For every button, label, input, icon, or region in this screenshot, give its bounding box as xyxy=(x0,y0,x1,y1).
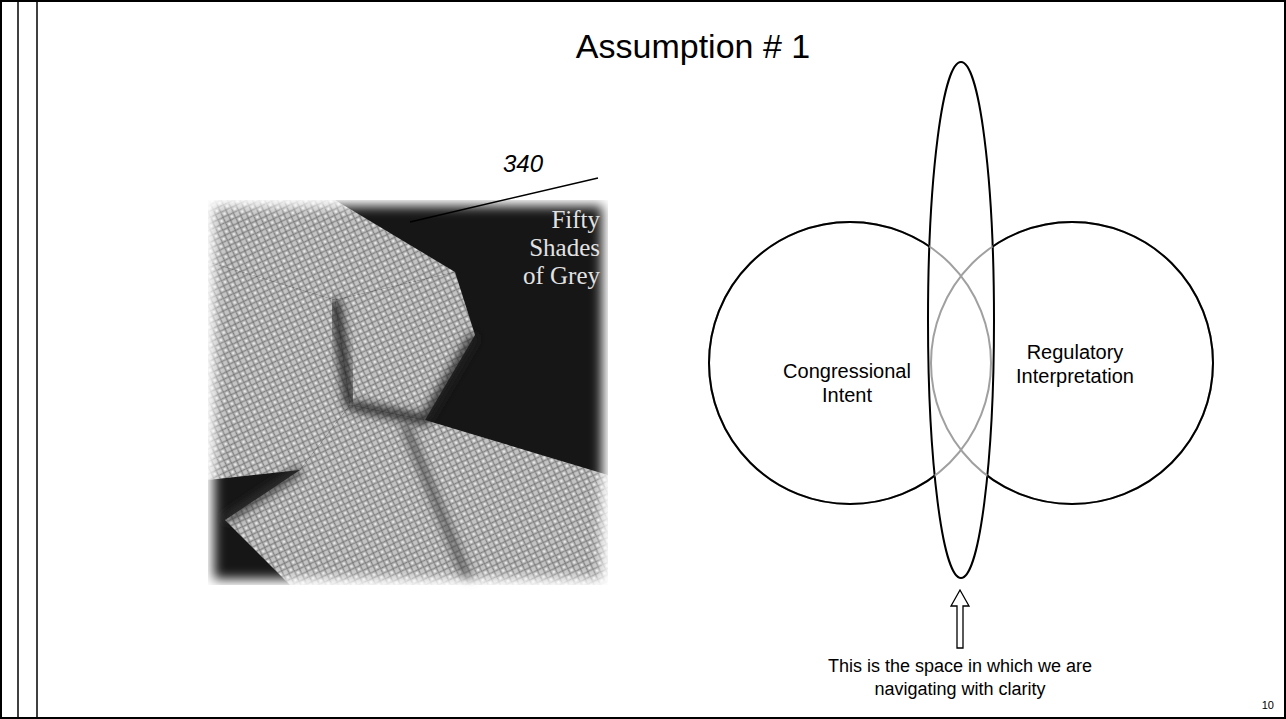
tie-knot xyxy=(335,272,475,420)
cover-ground xyxy=(208,200,608,585)
circle-outer-arc xyxy=(931,222,1213,504)
page-number: 10 xyxy=(1250,699,1274,712)
slide-title: Assumption # 1 xyxy=(493,26,893,66)
circle-inner-arc xyxy=(709,222,991,504)
pointer-caption: This is the space in which we are naviga… xyxy=(800,655,1120,701)
book-title: Fifty Shades of Grey xyxy=(504,206,600,290)
venn-circle: Congressional Intent xyxy=(708,221,992,505)
book-cover xyxy=(208,200,608,585)
tie-shadow xyxy=(405,425,470,585)
tie-shadow xyxy=(350,335,475,420)
circle-outer-arc xyxy=(709,222,991,504)
venn-circle: Regulatory Interpretation xyxy=(930,221,1214,505)
handwritten-number: 340 xyxy=(503,150,583,178)
circle-label: Regulatory Interpretation xyxy=(995,340,1155,388)
circle-inner-arc xyxy=(931,222,1213,504)
circle-label: Congressional Intent xyxy=(772,359,922,407)
tie-blade xyxy=(225,405,608,585)
slide-margin-line xyxy=(17,0,19,719)
pointer-arrow xyxy=(951,590,969,648)
tie-shadow xyxy=(225,470,300,520)
slide-margin-line xyxy=(36,0,38,719)
tie-shadow xyxy=(335,300,350,405)
